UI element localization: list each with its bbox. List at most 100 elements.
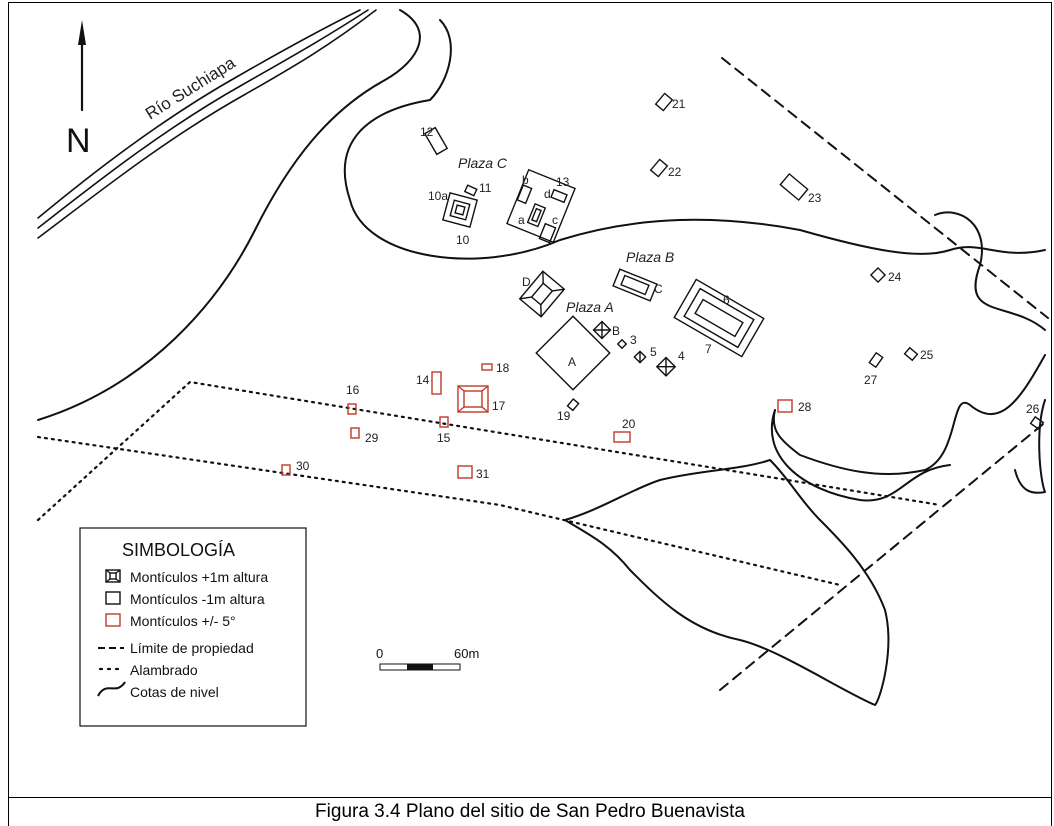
- mound-label-13c: c: [552, 213, 558, 227]
- mound-17: [457, 385, 489, 413]
- mound-C: [612, 268, 658, 302]
- mound-5: [633, 350, 647, 364]
- mound-label-18: 18: [496, 361, 510, 375]
- mound-27: [868, 351, 884, 369]
- contour-line-icon: [97, 681, 126, 697]
- legend-label-5: Cotas de nivel: [130, 684, 219, 700]
- mound-label-27: 27: [864, 373, 878, 387]
- mound-label-13b: b: [522, 173, 529, 187]
- mound-26: [1029, 415, 1045, 431]
- mound-label-21: 21: [672, 97, 686, 111]
- mound-28: [777, 399, 793, 413]
- contour-line: [343, 19, 1046, 260]
- fence-line: [36, 435, 842, 587]
- mound-label-16: 16: [346, 383, 360, 397]
- mound-3: [616, 338, 628, 350]
- mound-31: [457, 465, 473, 479]
- mound-label-17: 17: [492, 399, 506, 413]
- mound-label-D: D: [522, 275, 531, 289]
- mound-label-11: 11: [479, 181, 492, 195]
- mound-high-icon: [105, 569, 121, 583]
- mound-label-3: 3: [630, 333, 637, 347]
- mound-label-B: B: [612, 324, 620, 338]
- contour-line: [37, 9, 421, 421]
- mound-label-28: 28: [798, 400, 812, 414]
- contour-line: [770, 354, 1046, 502]
- mound-label-22: 22: [668, 165, 682, 179]
- property-limit-line: [721, 57, 1049, 319]
- map-frame: [8, 2, 1052, 798]
- mound-21: [654, 92, 674, 112]
- mound-label-24: 24: [888, 270, 902, 284]
- legend-label-3: Límite de propiedad: [130, 640, 254, 656]
- mound-13: [506, 168, 576, 244]
- mound-10: [441, 191, 479, 229]
- mound-label-15: 15: [437, 431, 451, 445]
- mound-29: [350, 427, 360, 439]
- mound-12: [423, 126, 449, 156]
- river-line: [37, 9, 369, 229]
- scale-start: 0: [376, 646, 383, 661]
- mound-label-31: 31: [476, 467, 490, 481]
- mound-label-6: 6: [723, 293, 730, 307]
- mound-11: [463, 184, 478, 197]
- legend-label-0: Montículos +1m altura: [130, 569, 268, 585]
- mound-low-icon: [105, 591, 121, 605]
- mound-label-20: 20: [622, 417, 636, 431]
- mound-A: [535, 315, 611, 391]
- mound-20: [613, 431, 631, 443]
- legend-label-1: Montículos -1m altura: [130, 591, 265, 607]
- river-label: Río Suchiapa: [142, 53, 239, 123]
- mound-label-29: 29: [365, 431, 379, 445]
- mound-19: [566, 398, 580, 412]
- north-label: N: [66, 122, 91, 160]
- fence-line: [36, 380, 942, 522]
- legend-label-2: Montículos +/- 5°: [130, 613, 236, 629]
- mound-label-23: 23: [808, 191, 822, 205]
- mound-16: [347, 403, 357, 415]
- mound-6-7: [673, 278, 765, 358]
- mound-label-10a: 10a: [428, 189, 448, 203]
- mound-24: [869, 266, 887, 284]
- river-line: [37, 9, 377, 239]
- mound-label-4: 4: [678, 349, 685, 363]
- mound-B: [592, 320, 612, 340]
- mound-label-13: 13: [556, 175, 570, 189]
- mound-label-25: 25: [920, 348, 934, 362]
- figure-caption: Figura 3.4 Plano del sitio de San Pedro …: [8, 798, 1052, 826]
- mound-label-C: C: [654, 282, 663, 296]
- north-arrow-head-icon: [78, 20, 86, 45]
- scale-bar: 0 60m: [376, 646, 479, 671]
- contour-line: [564, 459, 890, 706]
- mound-label-14: 14: [416, 373, 430, 387]
- plaza-c-label: Plaza C: [458, 155, 508, 171]
- mound-label-13d: d: [544, 187, 551, 201]
- mound-14: [431, 371, 442, 395]
- mound-label-A: A: [568, 355, 576, 369]
- mound-label-13a: a: [518, 213, 525, 227]
- mound-30: [281, 464, 291, 476]
- mound-label-12: 12: [420, 125, 434, 139]
- mound-23: [779, 172, 809, 202]
- mound-label-10: 10: [456, 233, 470, 247]
- site-map: N Río Suchiapa Plaza C Plaza B Plaza A: [36, 9, 1049, 727]
- plaza-b-label: Plaza B: [626, 249, 674, 265]
- mound-4: [655, 356, 677, 377]
- mound-label-26: 26: [1026, 402, 1040, 416]
- scale-end: 60m: [454, 646, 479, 661]
- mound-D: [518, 270, 566, 318]
- property-limit-line: [719, 419, 1049, 691]
- legend-title: SIMBOLOGÍA: [122, 540, 235, 560]
- mound-label-5: 5: [650, 345, 657, 359]
- mound-15: [439, 416, 449, 428]
- river-line: [37, 9, 361, 219]
- mound-red-icon: [105, 613, 121, 627]
- legend: SIMBOLOGÍA Montículos +1m altura Montícu…: [79, 527, 307, 727]
- legend-label-4: Alambrado: [130, 662, 198, 678]
- mound-22: [649, 158, 669, 178]
- mound-label-19: 19: [557, 409, 571, 423]
- mound-label-30: 30: [296, 459, 310, 473]
- mound-18: [481, 363, 493, 371]
- plaza-a-label: Plaza A: [566, 299, 614, 315]
- contour-line: [934, 211, 1046, 331]
